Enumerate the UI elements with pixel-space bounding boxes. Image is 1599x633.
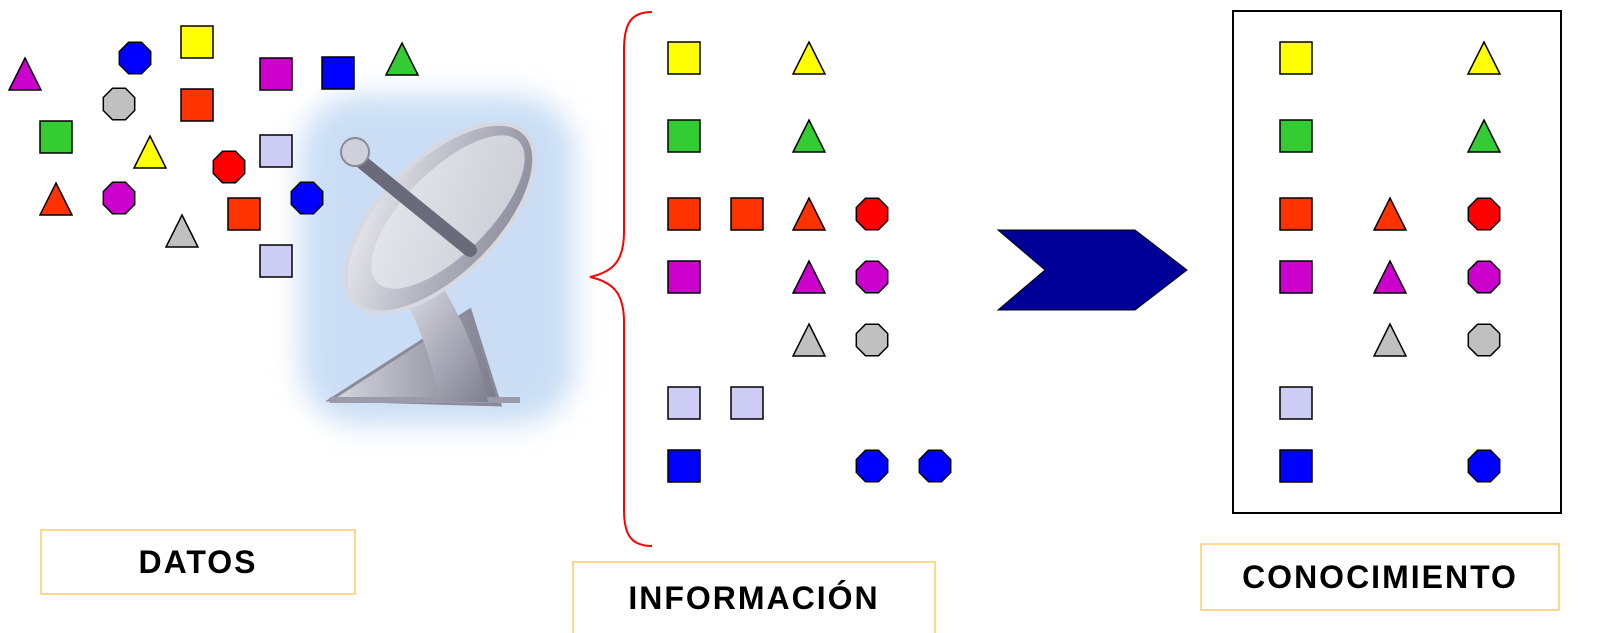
informacion-shape-grid: [667, 40, 952, 483]
magenta-square: [259, 57, 293, 91]
blue-octagon: [118, 41, 152, 75]
gray-octagon: [855, 323, 889, 357]
blue-octagon: [918, 449, 952, 483]
orange-triangle: [1372, 196, 1408, 231]
orange-square: [730, 197, 764, 231]
orange-triangle: [791, 196, 827, 231]
conocimiento-shape-grid: [1279, 40, 1502, 483]
orange-square: [180, 88, 214, 122]
magenta-triangle: [1372, 259, 1408, 294]
orange-square: [667, 197, 701, 231]
lavender-square: [730, 386, 764, 420]
yellow-square: [1279, 41, 1313, 75]
magenta-octagon: [102, 181, 136, 215]
magenta-triangle: [791, 259, 827, 294]
lavender-square: [667, 386, 701, 420]
blue-square: [667, 449, 701, 483]
orange-square: [1279, 197, 1313, 231]
green-triangle: [384, 41, 420, 76]
label-conocimiento: CONOCIMIENTO: [1200, 543, 1560, 611]
blue-square: [1279, 449, 1313, 483]
yellow-square: [667, 41, 701, 75]
satellite-dish-icon: [300, 95, 575, 425]
yellow-triangle: [132, 134, 168, 169]
chevron-arrow-icon: [996, 229, 1188, 311]
red-octagon: [855, 197, 889, 231]
gray-triangle: [1372, 322, 1408, 357]
magenta-octagon: [1467, 260, 1501, 294]
orange-square: [227, 197, 261, 231]
red-octagon: [212, 150, 246, 184]
gray-octagon: [1467, 323, 1501, 357]
blue-octagon: [1467, 449, 1501, 483]
magenta-square: [667, 260, 701, 294]
curly-brace: [589, 11, 653, 547]
green-square: [667, 119, 701, 153]
blue-square: [321, 56, 355, 90]
gray-triangle: [791, 322, 827, 357]
datos-shape-cloud: [7, 25, 420, 278]
magenta-triangle: [7, 56, 43, 91]
yellow-triangle: [1466, 40, 1502, 75]
blue-octagon: [855, 449, 889, 483]
green-triangle: [791, 118, 827, 153]
label-informacion: INFORMACIÓN: [572, 561, 936, 633]
lavender-square: [1279, 386, 1313, 420]
gray-octagon: [102, 87, 136, 121]
lavender-square: [259, 134, 293, 168]
green-square: [39, 120, 73, 154]
blue-octagon: [290, 181, 324, 215]
gray-triangle: [164, 213, 200, 248]
green-triangle: [1466, 118, 1502, 153]
green-square: [1279, 119, 1313, 153]
yellow-triangle: [791, 40, 827, 75]
orange-triangle: [38, 181, 74, 216]
magenta-square: [1279, 260, 1313, 294]
lavender-square: [259, 244, 293, 278]
magenta-octagon: [855, 260, 889, 294]
label-datos: DATOS: [40, 529, 356, 595]
yellow-square: [180, 25, 214, 59]
red-octagon: [1467, 197, 1501, 231]
conocimiento-frame: [1232, 10, 1562, 514]
